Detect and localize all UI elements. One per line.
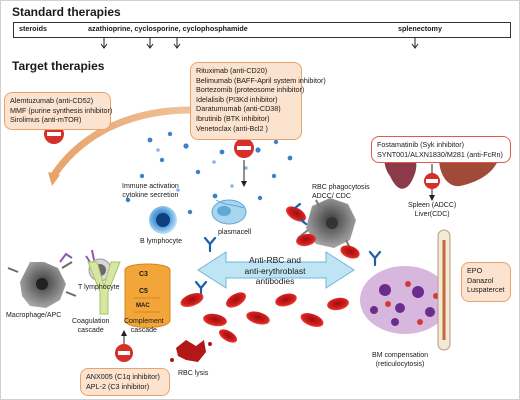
therapy-daratumumab: Daratumumab (anti-CD38) — [196, 104, 281, 114]
label-t-lymphocyte: T lymphocyte — [78, 284, 120, 291]
therapy-rituximab: Rituximab (anti-CD20) — [196, 66, 268, 75]
label-rbc-lysis: RBC lysis — [178, 370, 209, 377]
box-bm-therapies: EPO Danazol Luspatercet — [461, 262, 511, 302]
standard-item-steroids: steroids — [19, 24, 47, 33]
label-b-lymphocyte: B lymphocyte — [140, 238, 183, 245]
box-complement-therapies: ANX005 (C1q inhibitor) APL-2 (C3 inhibit… — [80, 368, 170, 396]
target-therapies-heading: Target therapies — [12, 59, 105, 73]
label-bm-compensation: BM compensation(reticulocytosis) — [372, 352, 429, 368]
stop-icon — [44, 124, 440, 362]
therapy-sirolimus: Sirolimus (anti-mTOR) — [10, 115, 82, 125]
box-immune-therapies: Alemtuzumab (anti-CD52) MMF (purine synt… — [4, 92, 113, 130]
therapy-danazol: Danazol — [467, 275, 494, 285]
therapy-epo: EPO — [467, 266, 483, 275]
therapy-bortezomib: Bortezomib (proteosome inhibitor) — [196, 85, 305, 95]
standard-item-immunosuppressants: azathioprine, cyclosporine, cyclophospha… — [88, 24, 248, 33]
therapy-ibrutinib: Ibrutinib (BTK inhibitor) — [196, 113, 270, 123]
therapy-idelalisib: Idelalisib (PI3Kd inhibitor) — [196, 94, 278, 104]
standard-item-splenectomy: splenectomy — [398, 24, 442, 33]
therapy-alemtuzumab: Alemtuzumab (anti-CD52) — [10, 96, 94, 105]
therapy-apl2: APL-2 (C3 inhibitor) — [86, 381, 150, 391]
therapy-luspatercet: Luspatercet — [467, 285, 505, 295]
label-c5: C5 — [139, 288, 148, 295]
label-c3: C3 — [139, 271, 148, 278]
therapy-anx005: ANX005 (C1q inhibitor) — [86, 372, 160, 381]
therapy-venetoclax: Venetoclax (anti-Bcl2 ) — [196, 123, 268, 133]
therapy-anti-fcrn: SYNT001/ALXN1830/M281 (anti-FcRn) — [377, 149, 503, 159]
box-b-cell-therapies: Rituximab (anti-CD20) Belimumab (BAFF-Ap… — [190, 62, 326, 140]
box-spleen-therapies: Fostamatinib (Syk inhibitor) SYNT001/ALX… — [371, 136, 511, 163]
standard-therapies-bar: steroids azathioprine, cyclosporine, cyc… — [13, 22, 511, 38]
label-spleen-liver: Spleen (ADCC)Liver(CDC) — [408, 202, 457, 218]
therapy-mmf: MMF (purine synthesis inhibitor) — [10, 105, 113, 115]
standard-therapies-heading: Standard therapies — [12, 5, 121, 19]
label-macrophage: Macrophage/APC — [6, 312, 62, 319]
label-plasmacell: plasmacell — [218, 229, 252, 236]
arrow-down-icon — [100, 38, 419, 49]
therapy-belimumab: Belimumab (BAFF-April system inhibitor) — [196, 75, 326, 85]
label-mac: MAC — [136, 303, 150, 309]
therapy-fostamatinib: Fostamatinib (Syk inhibitor) — [377, 140, 465, 149]
